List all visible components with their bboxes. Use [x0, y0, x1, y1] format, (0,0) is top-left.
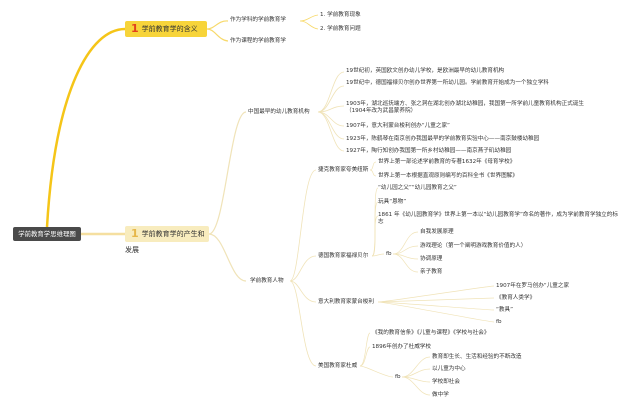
node-china-first[interactable]: 中国最早的幼儿教育机构	[248, 109, 310, 115]
froebel-sub-item[interactable]: 自我发展原理	[420, 229, 454, 235]
froebel-item[interactable]: 玩具“恩物”	[378, 199, 407, 205]
froebel-sub-label[interactable]: fb	[386, 251, 392, 257]
branch-number: 1	[131, 22, 139, 35]
dewey-sub-item[interactable]: 学校即社会	[432, 379, 460, 385]
montessori-item[interactable]: 《教育人类学》	[496, 295, 536, 301]
china-item[interactable]: 19世纪初，英国欧文创办幼儿学校，是欧洲最早的幼儿教育机构	[346, 68, 505, 74]
node-phenomenon[interactable]: 1. 学前教育现象	[320, 12, 361, 18]
connector-figures	[289, 169, 317, 367]
comenius-item[interactable]: 世界上第一部论述学前教育的专著1632年《母育学校》	[378, 159, 516, 165]
froebel-item[interactable]: “幼儿园之父”“幼儿园教育之父”	[378, 185, 457, 191]
node-figures[interactable]: 学前教育人物	[250, 278, 284, 284]
china-item[interactable]: 1907年，意大利蒙台梭利创办“儿童之家”	[346, 123, 450, 129]
node-problem[interactable]: 2. 学前教育问题	[320, 26, 361, 32]
china-item[interactable]: 1923年，陈鹤琴在南京创办我国最早的学前教育实验中心——南京鼓楼幼稚园	[346, 136, 540, 142]
china-item[interactable]: 1903年，湖北巡抚端方、张之洞在湖北创办湖北幼稚园，我国第一所学前儿童教育机构…	[346, 101, 584, 114]
connector-china-items	[317, 71, 345, 152]
montessori-item[interactable]: fb	[496, 319, 502, 325]
comenius-item[interactable]: 世界上第一本根据直观原则编写的百科全书《世界图解》	[378, 173, 518, 179]
node-subject[interactable]: 作为学科的学前教育学	[230, 17, 286, 23]
node-froebel[interactable]: 德国教育家福禄贝尔	[318, 253, 369, 259]
montessori-item[interactable]: “教具”	[496, 307, 513, 313]
connector-b1-subitems	[299, 14, 319, 30]
froebel-sub-item[interactable]: 协调原理	[420, 256, 443, 262]
connector-root-branch1	[45, 27, 126, 228]
node-dewey[interactable]: 美国教育家杜威	[318, 363, 358, 369]
node-comenius[interactable]: 捷克教育家夸美纽斯	[318, 167, 369, 173]
connector-b2	[208, 111, 247, 282]
node-course[interactable]: 作为课程的学前教育学	[230, 38, 286, 44]
connector-b1-items	[206, 20, 229, 42]
china-item[interactable]: 19世纪中，德国福禄贝尔创办世界第一所幼儿园。学前教育开始成为一个独立学科	[346, 80, 549, 86]
dewey-item[interactable]: 《我的教育信条》《儿童与课程》《学校与社会》	[372, 330, 490, 336]
root-node[interactable]: 学前教育学思维理图	[13, 227, 81, 241]
dewey-sub-label[interactable]: fb	[395, 374, 401, 380]
china-item[interactable]: 1927年，陶行知创办我国第一所乡村幼稚园——南京燕子矶幼稚园	[346, 148, 512, 154]
dewey-sub-item[interactable]: 以儿童为中心	[432, 366, 466, 372]
connector-person-items	[359, 161, 495, 396]
froebel-item[interactable]: 1861 年《幼儿园教育学》世界上第一本以“幼儿园教育学”命名的著作，成为学前教…	[378, 212, 618, 225]
montessori-item[interactable]: 1907年在罗马创办“儿童之家	[496, 283, 570, 289]
branch-title: 学前教育学的产生和发展	[125, 230, 205, 254]
froebel-sub-item[interactable]: 游戏理论（第一个阐明游戏教育价值的人）	[420, 243, 527, 249]
branch-title: 学前教育学的含义	[141, 25, 198, 33]
dewey-sub-item[interactable]: 教育即生长、生活和经验的不断改造	[432, 354, 522, 360]
froebel-sub-item[interactable]: 亲子教育	[420, 269, 443, 275]
node-montessori[interactable]: 意大利教育家蒙台梭利	[318, 299, 374, 305]
branch-number: 1	[131, 227, 139, 240]
dewey-item[interactable]: 1896年创办了杜威学校	[372, 344, 431, 350]
dewey-sub-item[interactable]: 做中学	[432, 392, 449, 398]
